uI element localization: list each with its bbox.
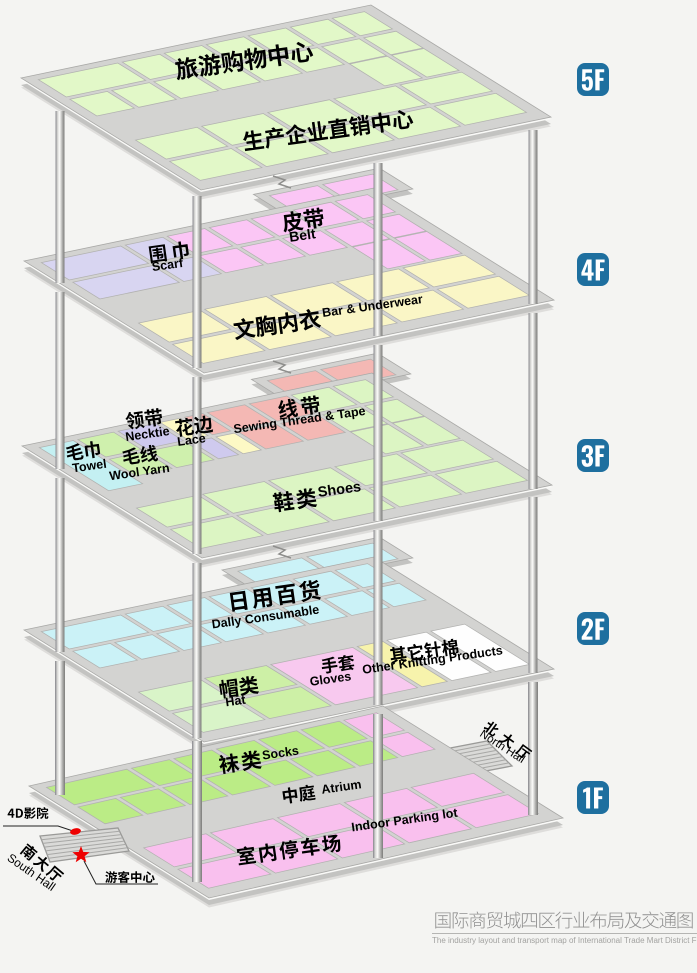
svg-text:Lace: Lace [176, 431, 206, 449]
svg-text:Necktie: Necktie [124, 424, 170, 444]
svg-text:Socks: Socks [261, 744, 299, 763]
svg-text:Towel: Towel [71, 457, 107, 476]
svg-text:Belt: Belt [288, 225, 317, 245]
svg-text:Atrium: Atrium [321, 777, 363, 796]
svg-text:Scarf: Scarf [151, 256, 185, 274]
svg-text:Hat: Hat [224, 693, 247, 710]
svg-text:Gloves: Gloves [309, 669, 352, 689]
svg-text:Shoes: Shoes [317, 479, 362, 501]
svg-text:The industry layout and transp: The industry layout and transport map of… [432, 936, 697, 945]
